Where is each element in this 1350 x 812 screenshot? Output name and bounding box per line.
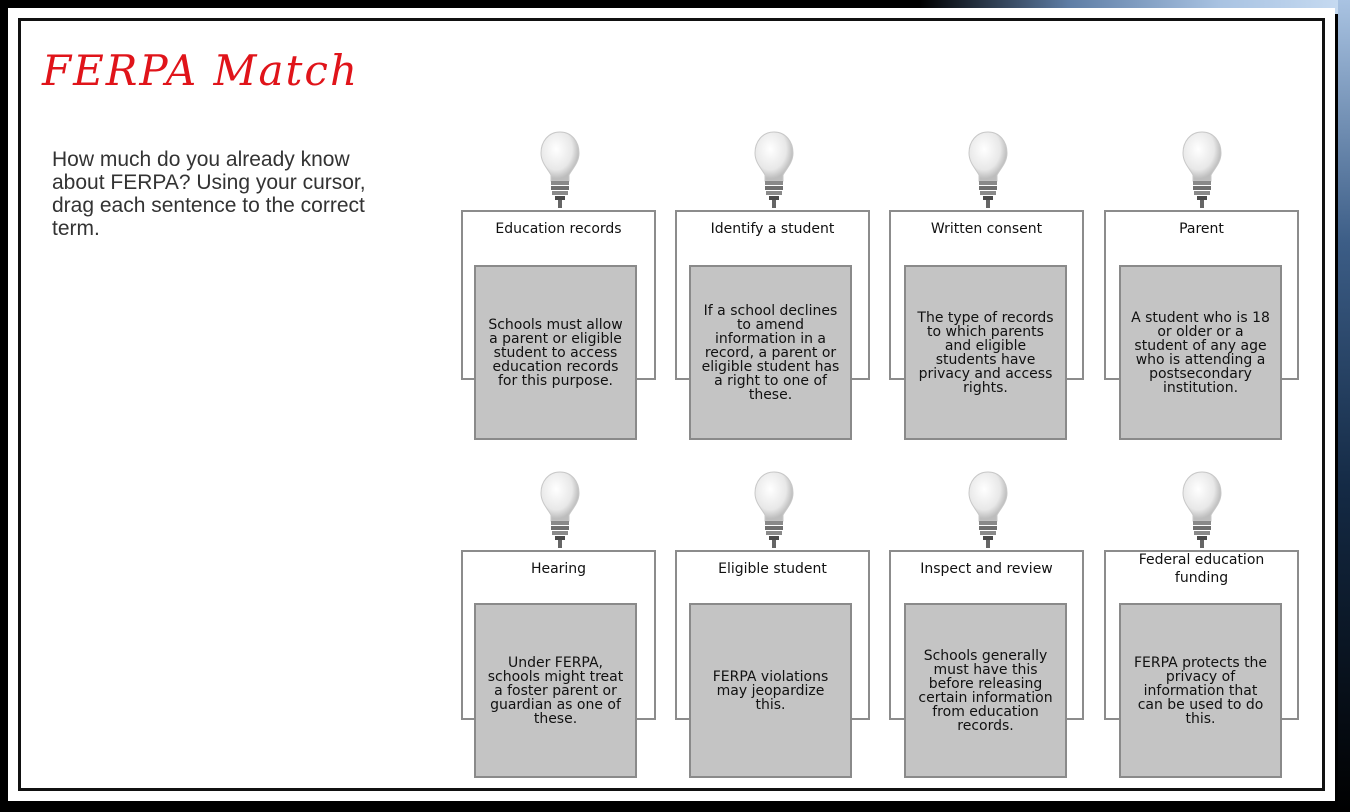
draggable-sentence[interactable]: A student who is 18 or older or a studen…: [1119, 265, 1282, 440]
term-label: Hearing: [530, 561, 587, 577]
term-label: Inspect and review: [920, 561, 1053, 577]
term-label: Parent: [1179, 221, 1224, 237]
lightbulb-icon: [538, 470, 582, 548]
term-label: Identify a student: [710, 221, 835, 237]
draggable-sentence[interactable]: If a school declines to amend informatio…: [689, 265, 852, 440]
draggable-sentence[interactable]: Under FERPA, schools might treat a foste…: [474, 603, 637, 778]
lightbulb-icon: [752, 130, 796, 208]
page-title: FERPA Match: [42, 46, 360, 95]
draggable-sentence[interactable]: Schools must allow a parent or eligible …: [474, 265, 637, 440]
draggable-sentence[interactable]: Schools generally must have this before …: [904, 603, 1067, 778]
term-label: Education records: [495, 221, 622, 237]
draggable-sentence[interactable]: FERPA protects the privacy of informatio…: [1119, 603, 1282, 778]
term-label: Eligible student: [718, 561, 827, 577]
term-label: Federal education funding: [1138, 552, 1265, 586]
lightbulb-icon: [966, 470, 1010, 548]
lightbulb-icon: [752, 470, 796, 548]
window-edge-gradient: [1338, 0, 1350, 812]
instructions-text: How much do you already know about FERPA…: [52, 148, 366, 240]
lightbulb-icon: [1180, 470, 1224, 548]
draggable-sentence[interactable]: FERPA violations may jeopardize this.: [689, 603, 852, 778]
draggable-sentence[interactable]: The type of records to which parents and…: [904, 265, 1067, 440]
term-label: Written consent: [930, 221, 1043, 237]
lightbulb-icon: [538, 130, 582, 208]
lightbulb-icon: [1180, 130, 1224, 208]
lightbulb-icon: [966, 130, 1010, 208]
